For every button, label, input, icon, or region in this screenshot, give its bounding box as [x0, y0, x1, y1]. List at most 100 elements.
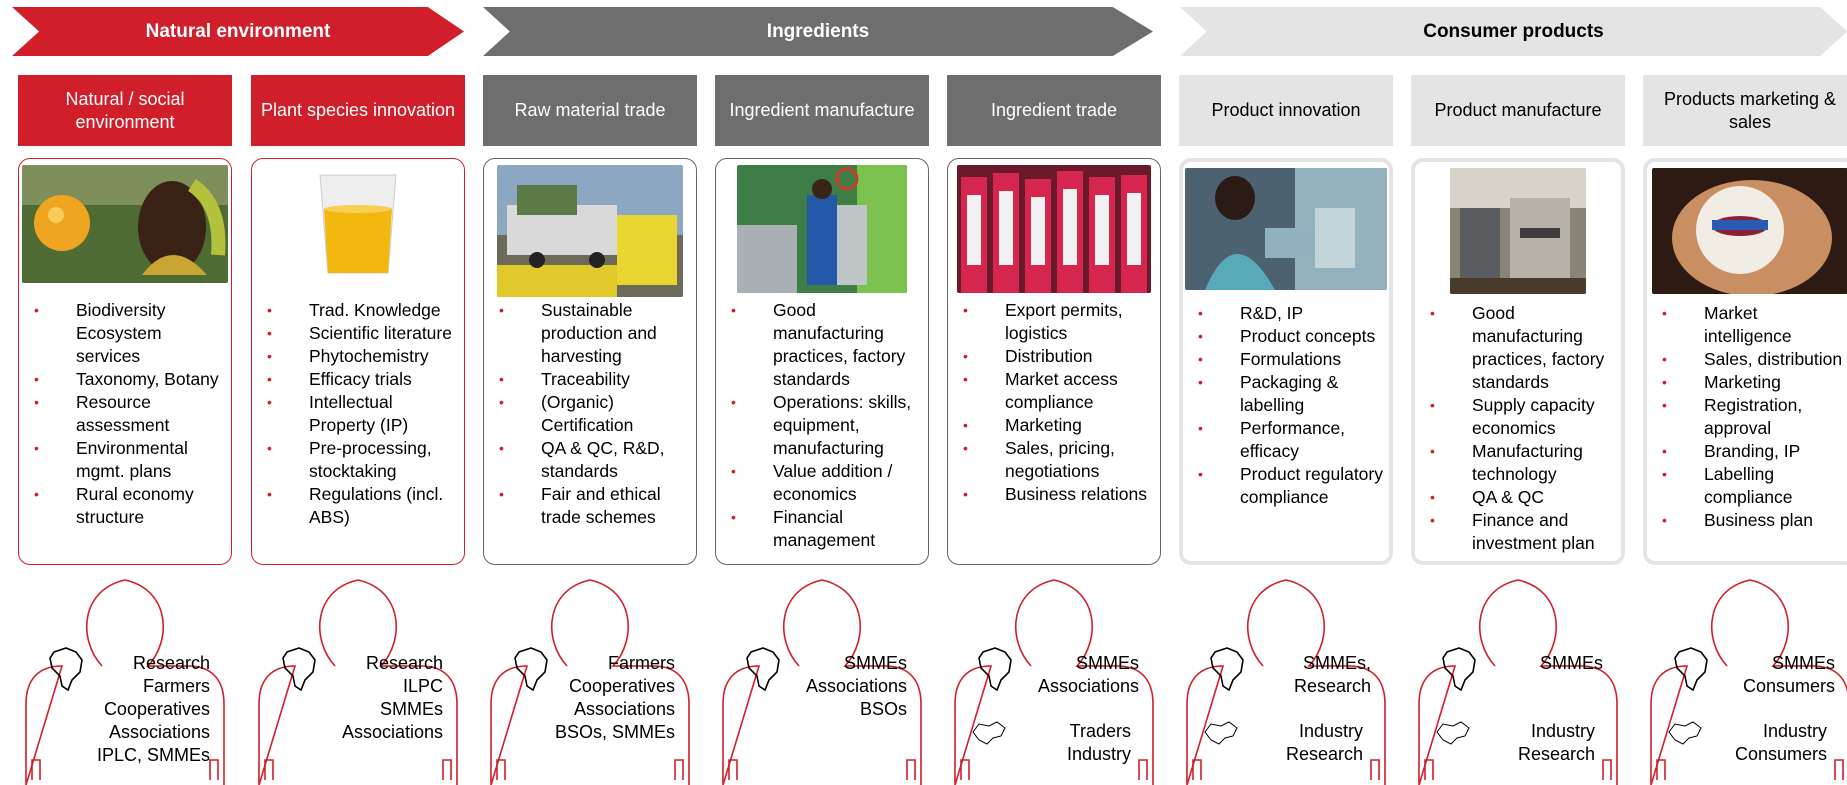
list-item: Traceability [494, 368, 692, 391]
actor-label: Research [365, 653, 443, 673]
column-header: Ingredient manufacture [715, 75, 929, 146]
list-item: Manufacturing technology [1425, 440, 1617, 486]
column-ingredient-trade: Ingredient trade [947, 75, 1161, 146]
column-card: Good manufacturing practices, factory st… [715, 158, 929, 565]
stage-label: Natural environment [145, 20, 331, 42]
list-item: Marketing [958, 414, 1156, 437]
list-item: Business relations [958, 483, 1156, 506]
list-item: Resource assessment [29, 391, 227, 437]
column-natural-social-environment: Natural / social environment [18, 75, 232, 146]
list-item: Fair and ethical trade schemes [494, 483, 692, 529]
actor-label: Industry [1762, 721, 1827, 741]
list-item: Phytochemistry [262, 345, 460, 368]
actor-label: SMMEs [380, 699, 443, 719]
item-list: Trad. Knowledge Scientific literature Ph… [262, 299, 460, 529]
list-item: Export permits, logistics [958, 299, 1156, 345]
list-item: Operations: skills, equipment, manufactu… [726, 391, 924, 460]
list-item: QA & QC, R&D, standards [494, 437, 692, 483]
list-item: Environmental mgmt. plans [29, 437, 227, 483]
list-item: QA & QC [1425, 486, 1617, 509]
stage-label: Consumer products [1423, 20, 1604, 42]
item-list: Sustainable production and harvesting Tr… [494, 299, 692, 529]
item-list: Good manufacturing practices, factory st… [1425, 302, 1617, 555]
actor-label: Consumers [1734, 744, 1827, 764]
actor-label: Industry [1066, 744, 1131, 764]
woman-with-fruit-image [22, 165, 228, 283]
item-list: Export permits, logistics Distribution M… [958, 299, 1156, 506]
actor-label: SMMEs, [1302, 653, 1371, 673]
column-header: Plant species innovation [251, 75, 465, 146]
actor-label: Associations [805, 676, 907, 696]
actor-label: Research [132, 653, 210, 673]
stage-label: Ingredients [766, 20, 870, 42]
stage-natural-environment: Natural environment [12, 7, 464, 56]
column-header: Product innovation [1179, 75, 1393, 146]
list-item: Efficacy trials [262, 368, 460, 391]
actor-label: Research [1285, 744, 1363, 764]
stage-consumer-products: Consumer products [1180, 7, 1847, 56]
actor-label: Consumers [1742, 676, 1835, 696]
list-item: (Organic) Certification [494, 391, 692, 437]
list-item: Sales, pricing, negotiations [958, 437, 1156, 483]
list-item: Pre-processing, stocktaking [262, 437, 460, 483]
list-item: Branding, IP [1657, 440, 1847, 463]
column-raw-material-trade: Raw material trade [483, 75, 697, 146]
actor-label: ILPC [402, 676, 443, 696]
actor-label: Industry [1530, 721, 1595, 741]
list-item: Intellectual Property (IP) [262, 391, 460, 437]
list-item: Performance, efficacy [1193, 417, 1385, 463]
column-header: Product manufacture [1411, 75, 1625, 146]
item-list: Biodiversity Ecosystem services Taxonomy… [29, 299, 227, 529]
column-card: Biodiversity Ecosystem services Taxonomy… [18, 158, 232, 565]
list-item: Product concepts [1193, 325, 1385, 348]
actor-label: SMMEs [1772, 653, 1835, 673]
actor-label: SMMEs [1076, 653, 1139, 673]
actor-label: BSOs [859, 699, 907, 719]
actor-label: Associations [341, 722, 443, 742]
column-ingredient-manufacture: Ingredient manufacture [715, 75, 929, 146]
list-item: Sales, distribution [1657, 348, 1847, 371]
column-products-marketing-sales: Products marketing & sales [1643, 75, 1847, 146]
list-item: Business plan [1657, 509, 1847, 532]
actor-label: Associations [108, 722, 210, 742]
actor-label: Industry [1298, 721, 1363, 741]
actor-label: Farmers [608, 653, 675, 673]
list-item: Value addition / economics [726, 460, 924, 506]
column-card: Sustainable production and harvesting Tr… [483, 158, 697, 565]
column-header: Ingredient trade [947, 75, 1161, 146]
item-list: Good manufacturing practices, factory st… [726, 299, 924, 552]
factory-worker-image [737, 165, 907, 293]
list-item: Sustainable production and harvesting [494, 299, 692, 368]
africa-actors: SMMEs,Research [1294, 652, 1371, 698]
column-header: Raw material trade [483, 75, 697, 146]
list-item: Taxonomy, Botany [29, 368, 227, 391]
list-item: Market intelligence [1657, 302, 1847, 348]
column-product-manufacture: Product manufacture [1411, 75, 1625, 146]
africa-actors: SMMEs [1540, 652, 1603, 675]
list-item: Good manufacturing practices, factory st… [726, 299, 924, 391]
list-item: Marketing [1657, 371, 1847, 394]
product-jar-image [1652, 168, 1847, 294]
actor-label: Traders [1069, 721, 1131, 741]
column-header: Natural / social environment [18, 75, 232, 146]
actor-label: Cooperatives [103, 699, 210, 719]
column-card: Market intelligence Sales, distribution … [1643, 158, 1847, 565]
list-item: Formulations [1193, 348, 1385, 371]
list-item: Product regulatory compliance [1193, 463, 1385, 509]
actor-label: Associations [1037, 676, 1139, 696]
list-item: Market access compliance [958, 368, 1156, 414]
actor-label: SMMEs [844, 653, 907, 673]
column-card: R&D, IP Product concepts Formulations Pa… [1179, 158, 1393, 565]
item-list: Market intelligence Sales, distribution … [1657, 302, 1847, 532]
actor-label: Cooperatives [568, 676, 675, 696]
